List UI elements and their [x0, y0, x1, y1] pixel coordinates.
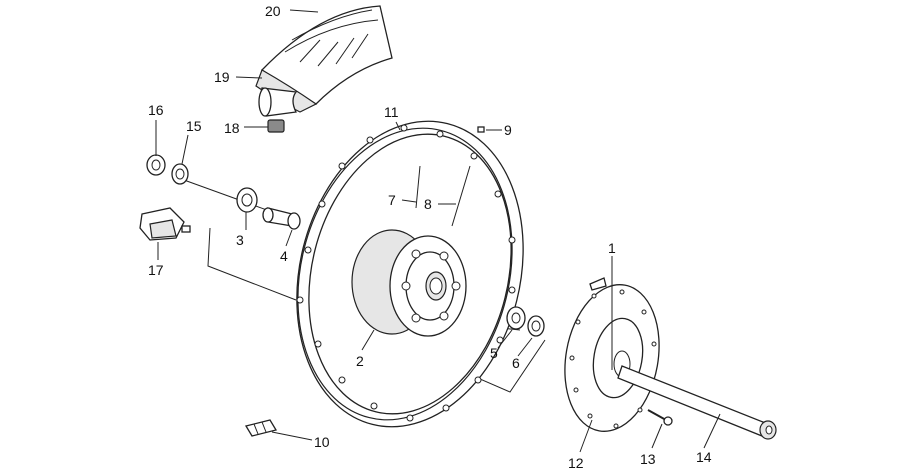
washer [171, 163, 189, 185]
callout-1: 1 [608, 240, 616, 256]
callout-13: 13 [640, 451, 656, 467]
leader-lines [155, 9, 721, 453]
callout-19: 19 [214, 69, 230, 85]
bearing-left [236, 187, 258, 213]
axle-nut [146, 154, 166, 176]
callout-16: 16 [148, 102, 164, 118]
wheel-axle [617, 365, 777, 440]
bearing-right [506, 306, 526, 330]
callout-14: 14 [696, 449, 712, 465]
rim-holes [296, 124, 516, 422]
callout-15: 15 [186, 118, 202, 134]
callout-labels: 20 19 18 16 15 3 4 17 11 9 7 8 2 5 6 1 1… [148, 3, 712, 471]
callout-12: 12 [568, 455, 584, 471]
callout-10: 10 [314, 434, 330, 450]
callout-11: 11 [384, 104, 399, 120]
callout-4: 4 [280, 248, 288, 264]
callout-9: 9 [504, 122, 512, 138]
callout-18: 18 [224, 120, 240, 136]
guide-line-lower-left [207, 227, 297, 301]
callout-17: 17 [148, 262, 164, 278]
spacer [262, 207, 301, 230]
speedometer-drive [139, 207, 191, 241]
callout-2: 2 [356, 353, 364, 369]
callout-5: 5 [490, 345, 498, 361]
callout-3: 3 [236, 232, 244, 248]
inner-tube [258, 87, 298, 117]
clip [589, 277, 607, 291]
spoke-8 [451, 165, 471, 227]
oil-seal [527, 315, 545, 337]
spoke-7 [415, 165, 421, 209]
callout-8: 8 [424, 196, 432, 212]
disc-bolt [647, 409, 673, 426]
callout-6: 6 [512, 355, 520, 371]
spokes [415, 165, 471, 227]
callout-20: 20 [265, 3, 281, 19]
valve [267, 119, 285, 133]
hub [351, 229, 467, 337]
balance-weight [244, 419, 278, 437]
callout-7: 7 [388, 192, 396, 208]
spoke-nipple [477, 126, 485, 133]
